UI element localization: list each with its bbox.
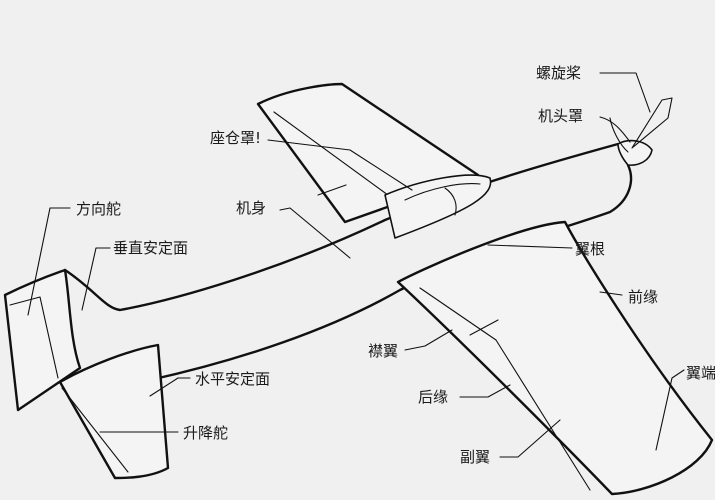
near-wing (396, 220, 714, 496)
leader-aileron (499, 419, 561, 458)
vertical-tail (3, 268, 82, 412)
label-wing-root: 翼根 (575, 240, 605, 258)
leader-rudder (27, 207, 71, 316)
spinner (617, 139, 653, 166)
label-vertical-stabilizer: 垂直安定面 (113, 239, 188, 257)
label-spinner: 机头罩 (538, 107, 583, 125)
leader-lines (27, 72, 685, 458)
label-flap: 襟翼 (368, 342, 398, 360)
leader-leading-edge (599, 291, 623, 296)
leader-wing-tip (655, 369, 685, 451)
label-trailing-edge: 后缘 (418, 388, 448, 406)
leader-propeller (599, 72, 651, 113)
leader-horizontal (149, 377, 191, 397)
label-fuselage: 机身 (236, 199, 266, 217)
canopy (384, 174, 492, 239)
horizontal-tail (58, 343, 170, 480)
leader-vertical (81, 247, 111, 311)
leader-flap (404, 329, 453, 351)
label-leading-edge: 前缘 (628, 288, 658, 306)
label-aileron: 副翼 (460, 448, 490, 466)
label-propeller: 螺旋桨 (536, 64, 581, 82)
leader-fuselage (279, 207, 351, 259)
leader-spinner (599, 116, 631, 143)
leader-wing-root (487, 244, 573, 249)
leader-trailing-edge (459, 384, 511, 398)
label-canopy: 座仓罩! (210, 129, 261, 147)
label-wing-tip: 翼端 (686, 364, 715, 382)
labels: 螺旋桨 机头罩 座仓罩! 机身 方向舵 垂直安定面 翼根 前缘 襟翼 后缘 水平… (76, 64, 715, 466)
leader-canopy (267, 139, 413, 191)
label-horizontal-stabilizer: 水平安定面 (195, 370, 270, 388)
label-elevator: 升降舵 (183, 424, 228, 442)
label-rudder: 方向舵 (76, 200, 121, 218)
